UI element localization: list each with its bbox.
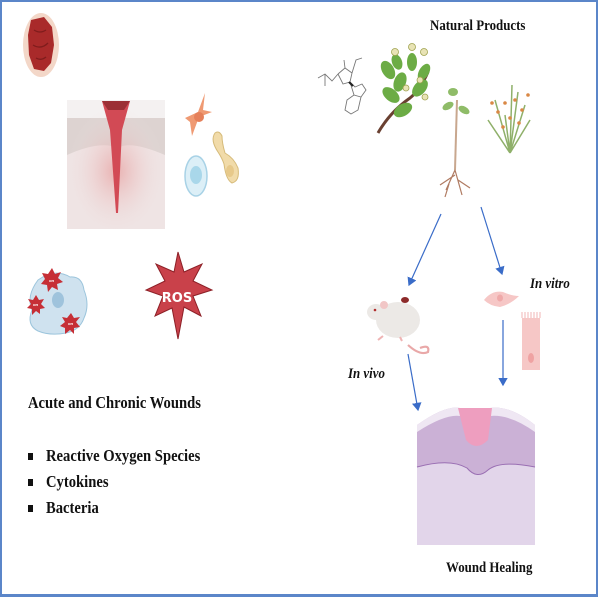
- in-vivo-label: In vivo: [348, 366, 385, 382]
- flowering-plant-icon: [376, 43, 431, 134]
- natural-products-label: Natural Products: [430, 18, 526, 34]
- list-item: Cytokines: [28, 472, 225, 498]
- ros-starburst-icon: ROS: [144, 251, 214, 340]
- radical-label: OH: [33, 303, 39, 307]
- neuron-like-cell-icon: [212, 131, 239, 184]
- wound-factors-list: Reactive Oxygen Species Cytokines Bacter…: [28, 446, 225, 524]
- list-item: Bacteria: [28, 498, 225, 524]
- healing-skin-icon: [416, 407, 536, 545]
- stem-cell-icon: [184, 155, 208, 197]
- in-vitro-label: In vitro: [530, 276, 570, 292]
- fibroblast-cell-icon: [185, 93, 212, 136]
- seedling-with-roots-icon: [439, 88, 471, 198]
- bullet-icon: [28, 479, 33, 486]
- acute-chronic-wounds-heading: Acute and Chronic Wounds: [28, 393, 201, 412]
- herb-plant-icon: [487, 84, 531, 154]
- list-item: Reactive Oxygen Species: [28, 446, 225, 472]
- radical-label: OH: [68, 322, 74, 326]
- bullet-icon: [28, 505, 33, 512]
- wound-healing-label: Wound Healing: [446, 560, 533, 576]
- chemical-structure-icon: [317, 57, 367, 115]
- macrophage-with-bacteria-icon: OH OH OH: [27, 268, 88, 335]
- skin-incision-icon: [67, 100, 165, 229]
- in-vitro-cells-icon: [484, 291, 541, 370]
- mouse-model-icon: [367, 297, 430, 355]
- arrow-in-vivo-to-healing: [407, 353, 422, 412]
- arrow-to-in-vitro: [480, 206, 505, 276]
- chronic-wound-icon: [23, 13, 59, 77]
- arrow-to-in-vivo: [407, 213, 442, 287]
- radical-label: OH: [49, 279, 55, 283]
- bullet-icon: [28, 453, 33, 460]
- ros-label: ROS: [162, 291, 192, 306]
